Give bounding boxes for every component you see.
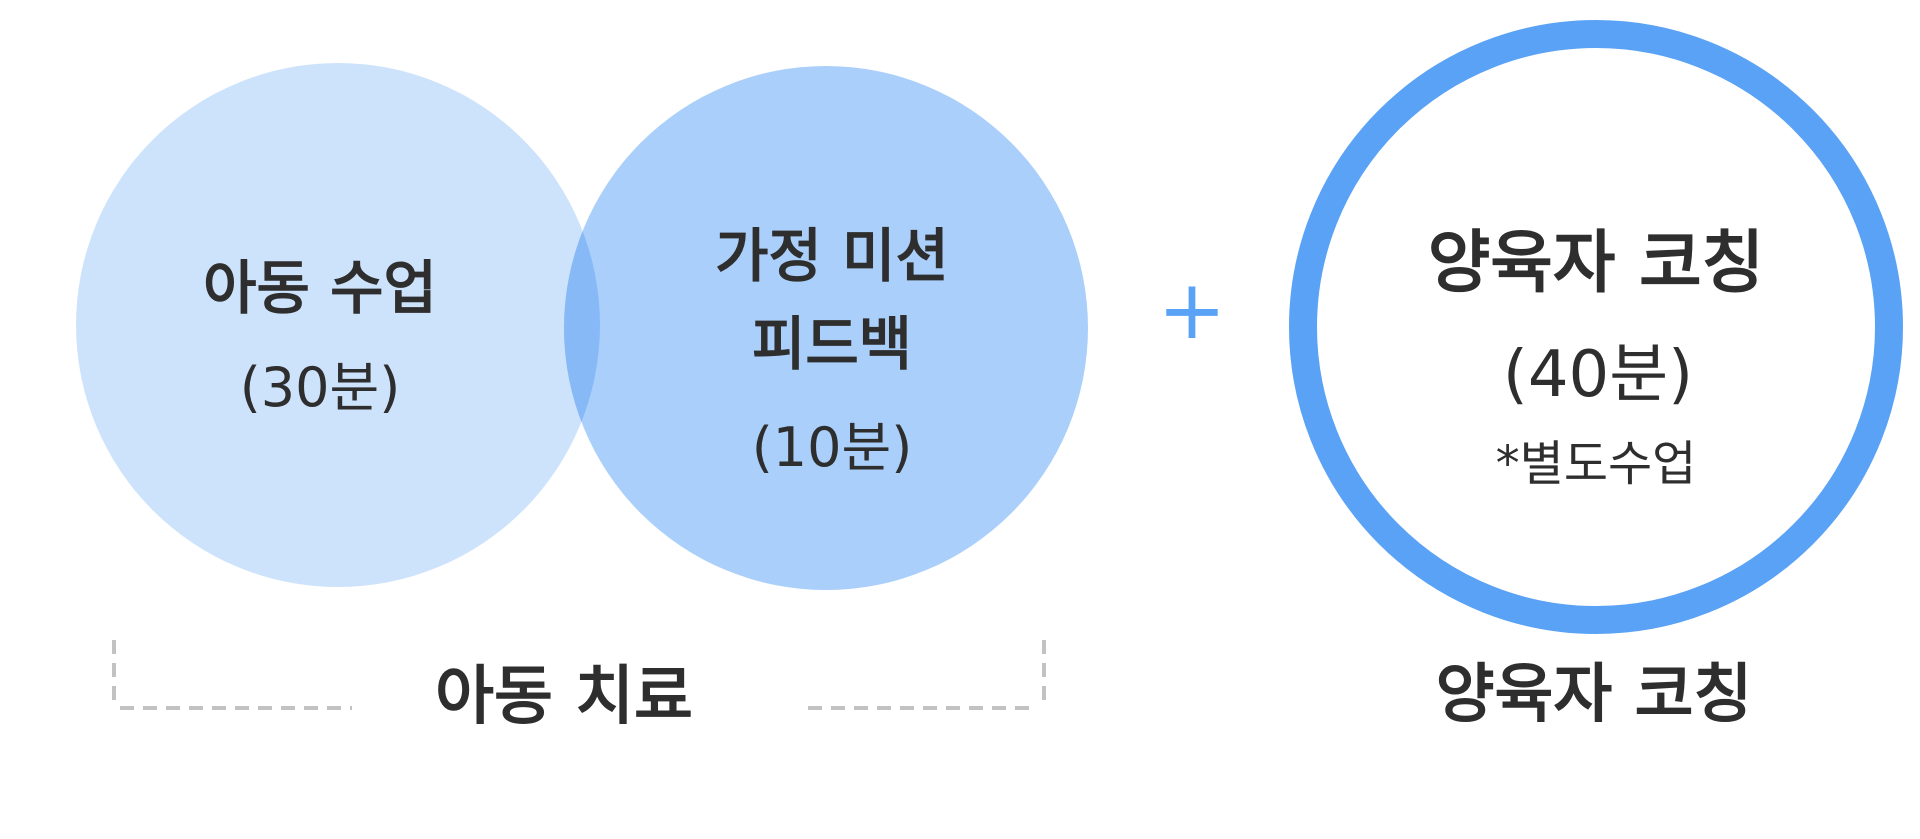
child-therapy-bracket bbox=[112, 640, 1046, 710]
child-class-title: 아동 수업 bbox=[203, 254, 437, 322]
parent-coaching-note: *별도수업 bbox=[1496, 436, 1697, 492]
parent-coaching-duration: (40분) bbox=[1503, 338, 1693, 412]
home-mission-circle bbox=[564, 66, 1088, 590]
parent-coaching-title: 양육자 코칭 bbox=[1428, 224, 1764, 303]
child-class-circle bbox=[76, 63, 600, 587]
child-therapy-label: 아동 치료 bbox=[435, 660, 693, 734]
child-class-duration: (30분) bbox=[240, 356, 401, 419]
parent-coaching-label: 양육자 코칭 bbox=[1436, 658, 1753, 732]
home-mission-title-line1: 가정 미션 bbox=[715, 222, 949, 290]
home-mission-duration: (10분) bbox=[752, 416, 913, 479]
parent-coaching-ring bbox=[1289, 20, 1903, 634]
home-mission-title-line2: 피드백 bbox=[752, 310, 912, 378]
plus-sign: + bbox=[1158, 263, 1227, 358]
